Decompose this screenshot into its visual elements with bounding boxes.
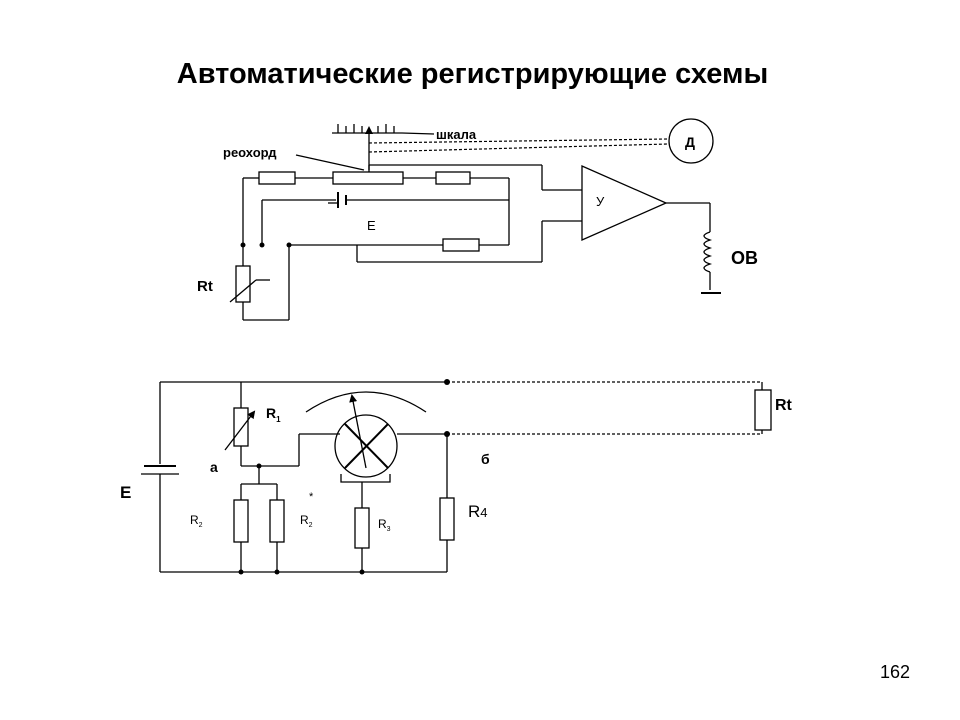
meter-scale-arc <box>305 391 427 413</box>
amplifier-label: У <box>596 194 605 209</box>
r2-label: R2 <box>190 513 203 529</box>
resistor-bottom-top <box>442 238 480 252</box>
node-a-label: а <box>210 459 218 475</box>
meter-needle <box>349 394 367 469</box>
resistor-r1 <box>233 407 249 447</box>
battery-label: Е <box>367 218 376 233</box>
scale-motor-link <box>368 138 669 144</box>
thermistor-label: Rt <box>197 278 213 295</box>
resistor-r2 <box>233 499 249 543</box>
r2-star-label: R2 <box>300 513 313 529</box>
resistor-r4 <box>439 497 455 541</box>
r4-label: R4 <box>468 502 488 521</box>
motor-label: Д <box>685 134 695 150</box>
motor-circle <box>668 118 714 164</box>
resistor-right-top <box>435 171 471 185</box>
resistor-left-top <box>258 171 296 185</box>
output-winding <box>703 231 713 273</box>
page-number: 162 <box>879 662 910 682</box>
remote-thermistor-rt <box>754 389 772 431</box>
resistor-r2-star <box>269 499 285 543</box>
scale-ruler <box>332 124 402 134</box>
slider-motor-link <box>368 143 669 153</box>
thermistor-rt <box>235 265 251 303</box>
remote-thermistor-label: Rt <box>775 397 793 414</box>
r3-label: R3 <box>378 517 391 533</box>
r2-star-mark: * <box>309 491 314 503</box>
resistor-r3 <box>354 507 370 549</box>
meter-base <box>340 474 391 483</box>
node-b-label: б <box>481 451 490 467</box>
scale-label: шкала <box>436 127 477 142</box>
top-circuit: шкала Д реохорд Е <box>197 118 758 321</box>
output-label: ОВ <box>731 248 758 268</box>
meter-circle <box>334 414 398 478</box>
amplifier-triangle <box>581 165 668 241</box>
rheochord-resistor <box>332 171 404 185</box>
bottom-circuit: Rt Е R1 а б <box>120 379 793 575</box>
r1-label: R1 <box>266 405 281 424</box>
slide-title: Автоматические регистрирующие схемы <box>176 58 769 90</box>
rheochord-label: реохорд <box>223 145 277 160</box>
source-label: Е <box>120 483 131 502</box>
